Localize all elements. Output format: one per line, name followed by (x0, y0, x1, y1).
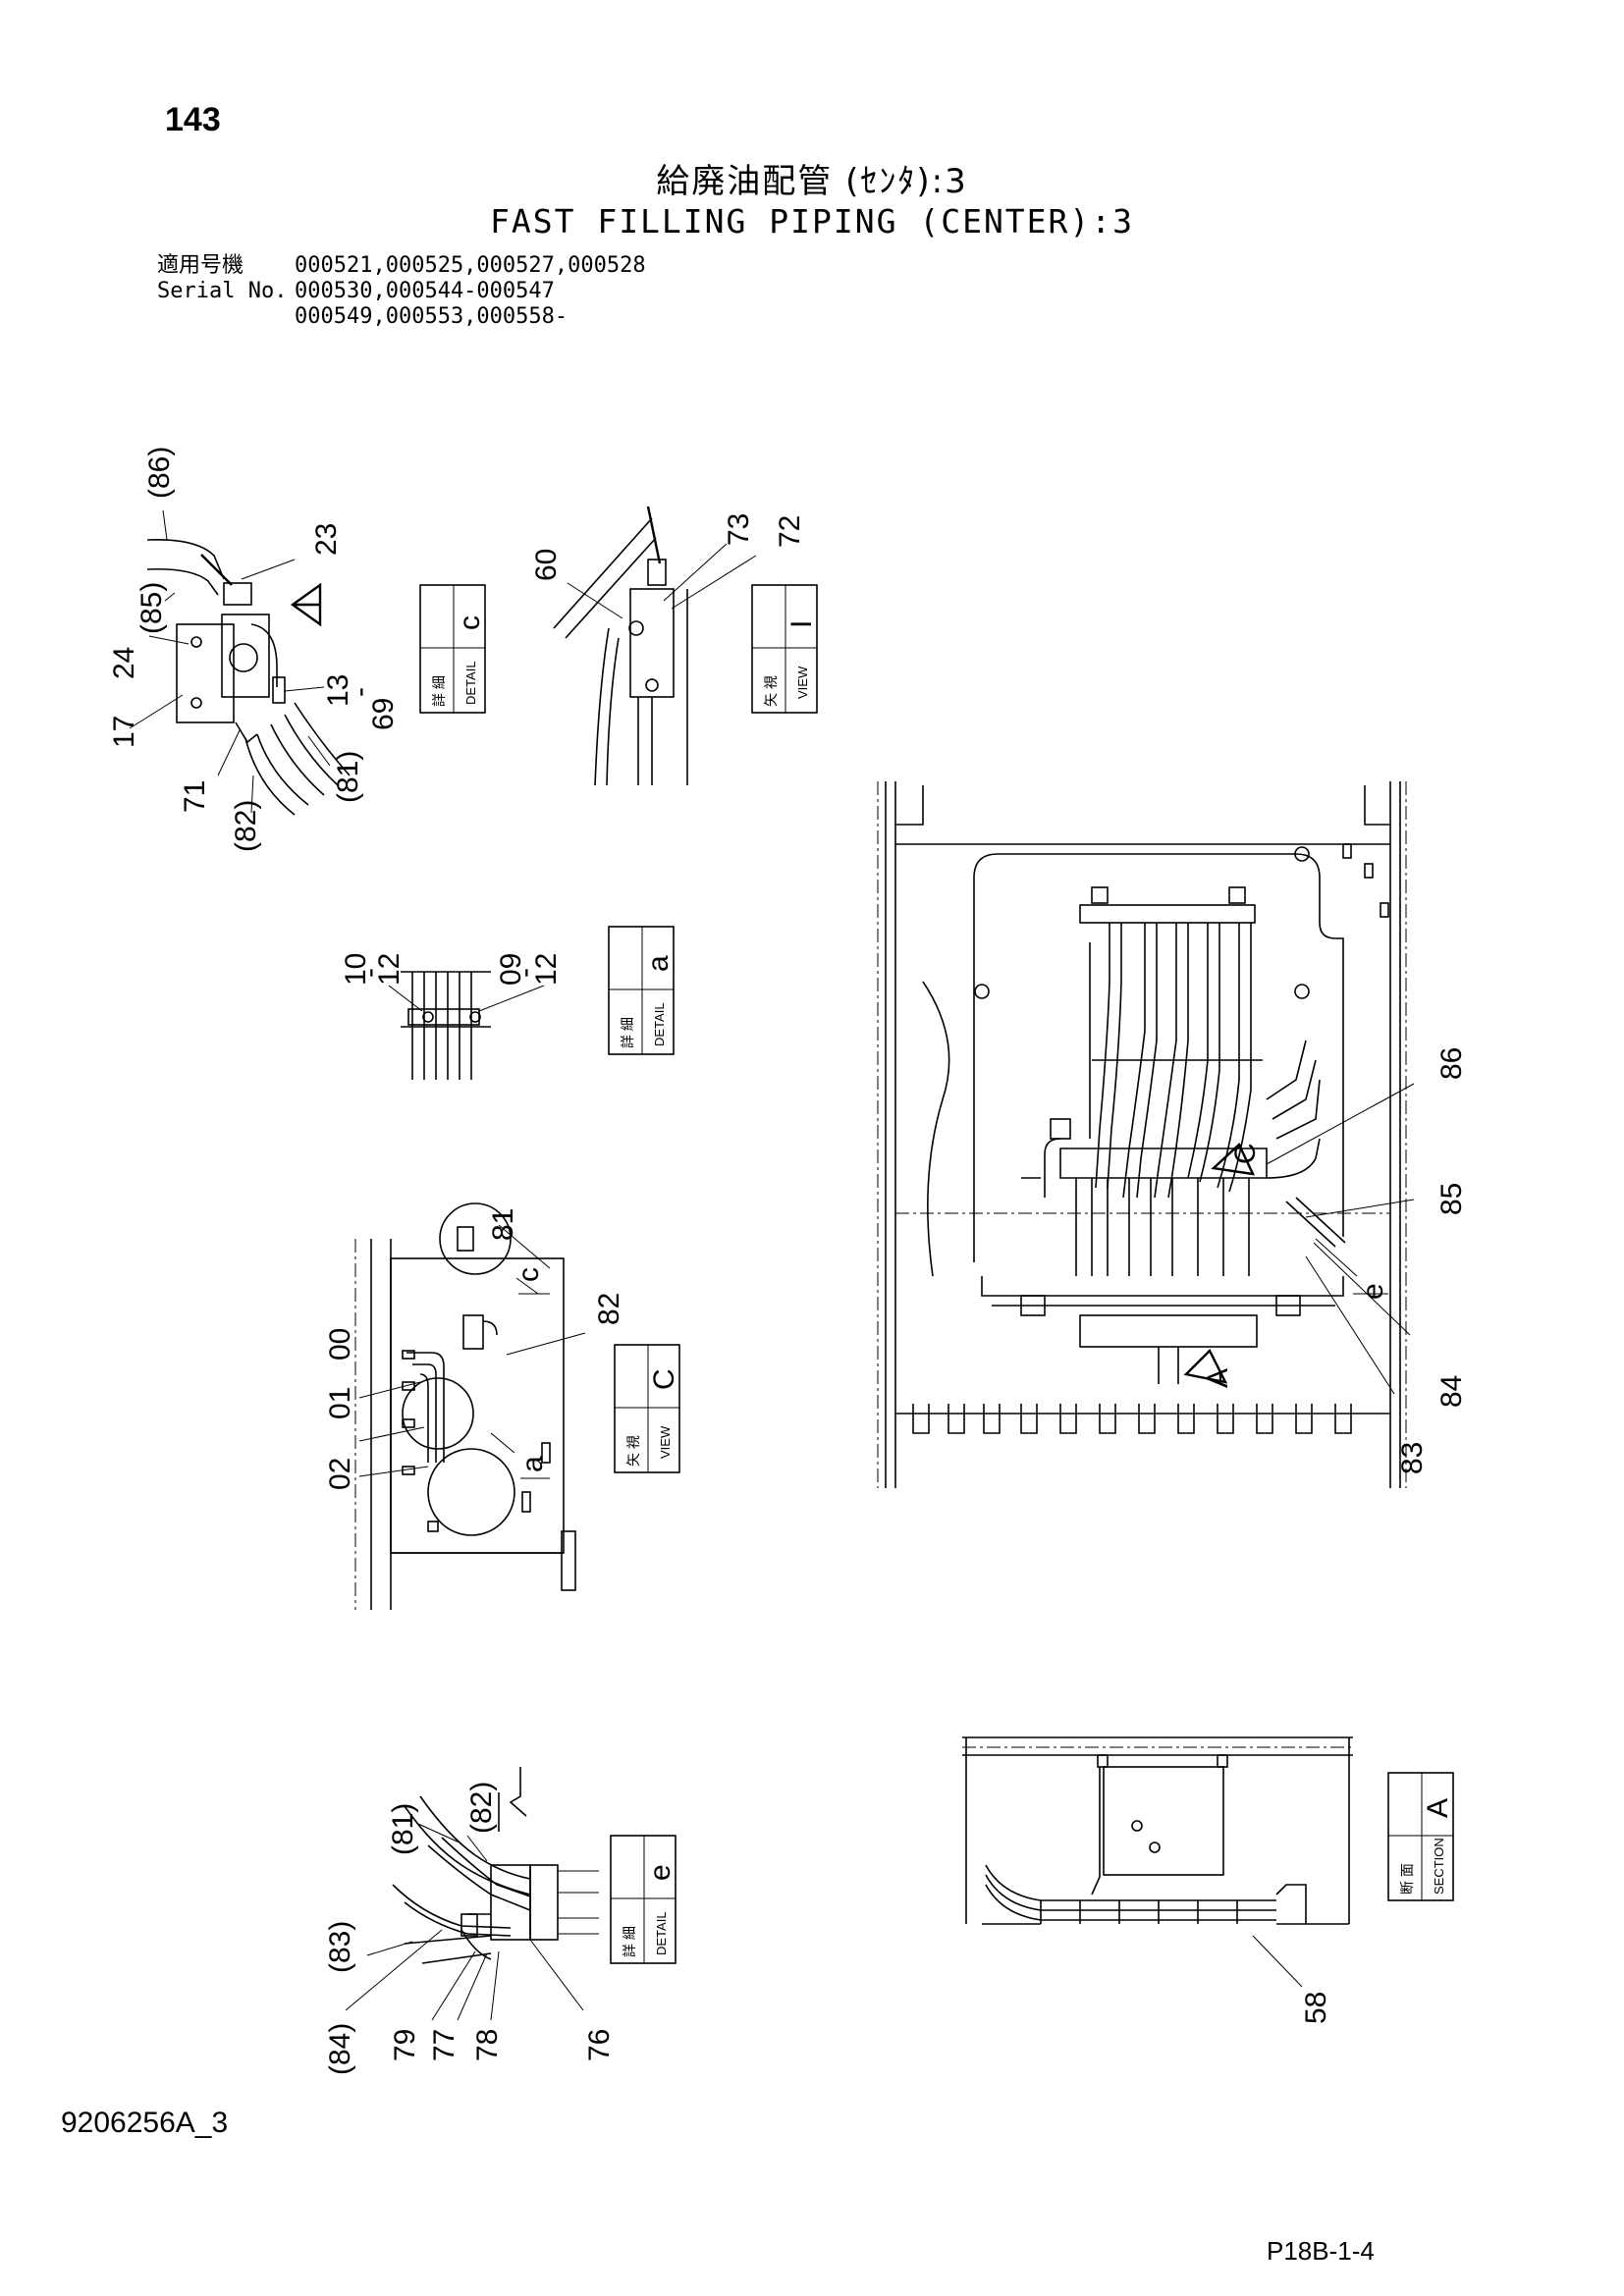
section-a-en: SECTION (1432, 1838, 1446, 1895)
callout-84-main: 84 (1435, 1375, 1468, 1408)
serial-row-2: Serial No. 000530,000544-000547 (157, 279, 646, 304)
detail-c-drawing: (86) (85) 24 17 23 13 - 69 71 (82) (81) … (108, 447, 486, 852)
callout-17: 17 (108, 716, 140, 748)
callout-23: 23 (310, 523, 343, 556)
title-japanese: 給廃油配管 (ｾﾝﾀ):3 (656, 162, 968, 201)
callout-84-detaile: (84) (324, 2023, 356, 2075)
view-c-en: VIEW (658, 1425, 673, 1459)
detail-e-jp: 詳 細 (622, 1926, 637, 1957)
callout-81-detaile: (81) (387, 1803, 419, 1855)
view-i-letter: I (785, 620, 818, 628)
section-a-jp: 断 面 (1399, 1863, 1415, 1895)
serial-row-3: 000549,000553,000558- (157, 304, 646, 330)
detail-a-jp: 詳 細 (620, 1017, 635, 1048)
main-view-drawing: 86 85 84 83 e C A (877, 781, 1468, 1488)
serial-block: 適用号機 000521,000525,000527,000528 Serial N… (157, 253, 646, 330)
serial-row-1: 適用号機 000521,000525,000527,000528 (157, 253, 646, 279)
detail-c-en: DETAIL (463, 661, 478, 705)
callout-dash-09-12: - (509, 968, 541, 978)
callout-81-viewc: 81 (487, 1208, 519, 1241)
callout-77: 77 (428, 2029, 460, 2061)
serial-label-jp: 適用号機 (157, 253, 244, 278)
detail-e-label: e 詳 細 DETAIL (610, 1835, 677, 1964)
callout-24: 24 (108, 647, 140, 679)
detail-a-letter: a (642, 955, 675, 972)
callout-12b: 12 (530, 953, 563, 986)
callout-76: 76 (583, 2029, 616, 2061)
detail-e-drawing: (81) (82) (83) (84) 79 77 78 76 e 詳 細 DE… (324, 1767, 677, 2075)
view-c-jp: 矢 視 (625, 1435, 641, 1467)
callout-78: 78 (471, 2029, 504, 2061)
detail-c-jp: 詳 細 (431, 675, 447, 707)
document-number: 9206256A_3 (61, 2107, 229, 2139)
callout-dash-13-69: - (344, 687, 376, 697)
section-a-letter: A (1422, 1798, 1454, 1818)
page-number: 143 (165, 101, 221, 138)
callout-58: 58 (1300, 1992, 1332, 2024)
section-a-label: A 断 面 SECTION (1387, 1772, 1454, 1901)
callout-dash-10-12: - (353, 968, 386, 978)
callout-13: 13 (322, 674, 354, 707)
callout-12a: 12 (373, 953, 406, 986)
page-code: P18B-1-4 (1267, 2236, 1375, 2266)
callout-81: (81) (332, 751, 364, 803)
serial-line-1: 000521,000525,000527,000528 (295, 253, 646, 278)
section-a-drawing: 58 A 断 面 SECTION (962, 1736, 1454, 2024)
detail-e-letter: e (644, 1864, 677, 1881)
callout-82-detaile: (82) (465, 1782, 498, 1834)
detail-a-label: a 詳 細 DETAIL (608, 926, 675, 1055)
callout-85: (85) (135, 582, 168, 634)
view-i-label: I 矢 視 VIEW (751, 584, 818, 714)
callout-82: (82) (230, 800, 262, 852)
callout-82-viewc: 82 (593, 1293, 625, 1325)
serial-label-en: Serial No. (157, 279, 288, 303)
callout-60: 60 (530, 549, 563, 581)
view-i-en: VIEW (795, 666, 810, 699)
callout-c-viewc: c (513, 1267, 545, 1282)
callout-a-viewc: a (516, 1456, 549, 1472)
callout-85-main: 85 (1435, 1183, 1468, 1215)
title-english: FAST FILLING PIPING (CENTER):3 (489, 202, 1135, 240)
callout-71: 71 (179, 780, 211, 813)
callout-09: 09 (495, 953, 527, 986)
callout-02: 02 (324, 1458, 356, 1490)
view-c-label: C 矢 視 VIEW (614, 1344, 680, 1473)
callout-10: 10 (340, 953, 372, 986)
callout-86-main: 86 (1435, 1047, 1468, 1080)
detail-e-en: DETAIL (654, 1911, 669, 1955)
callout-c-main: C (1229, 1143, 1262, 1164)
callout-73: 73 (723, 513, 755, 546)
callout-86: (86) (143, 447, 176, 499)
callout-79: 79 (389, 2029, 421, 2061)
detail-c-label: c 詳 細 DETAIL (419, 584, 486, 714)
serial-line-3: 000549,000553,000558- (295, 304, 568, 329)
callout-e-main: e (1357, 1283, 1389, 1300)
callout-83-detaile: (83) (324, 1921, 356, 1973)
view-i-drawing: 60 73 72 I 矢 視 VIEW (530, 506, 818, 786)
detail-a-drawing: 10 - 12 09 - 12 a 詳 細 DETAIL (340, 926, 675, 1080)
callout-a-main: A (1202, 1368, 1234, 1388)
view-c-drawing: 00 01 02 81 82 c a C 矢 視 VIEW (324, 1202, 680, 1610)
callout-83-main: 83 (1396, 1442, 1429, 1474)
view-i-jp: 矢 視 (763, 675, 779, 707)
callout-72: 72 (774, 515, 806, 548)
view-c-letter: C (648, 1368, 680, 1390)
serial-line-2: 000530,000544-000547 (295, 279, 555, 303)
detail-a-en: DETAIL (652, 1002, 667, 1046)
callout-00: 00 (324, 1328, 356, 1361)
callout-69: 69 (367, 698, 400, 730)
callout-01: 01 (324, 1387, 356, 1419)
detail-c-letter: c (454, 615, 486, 630)
